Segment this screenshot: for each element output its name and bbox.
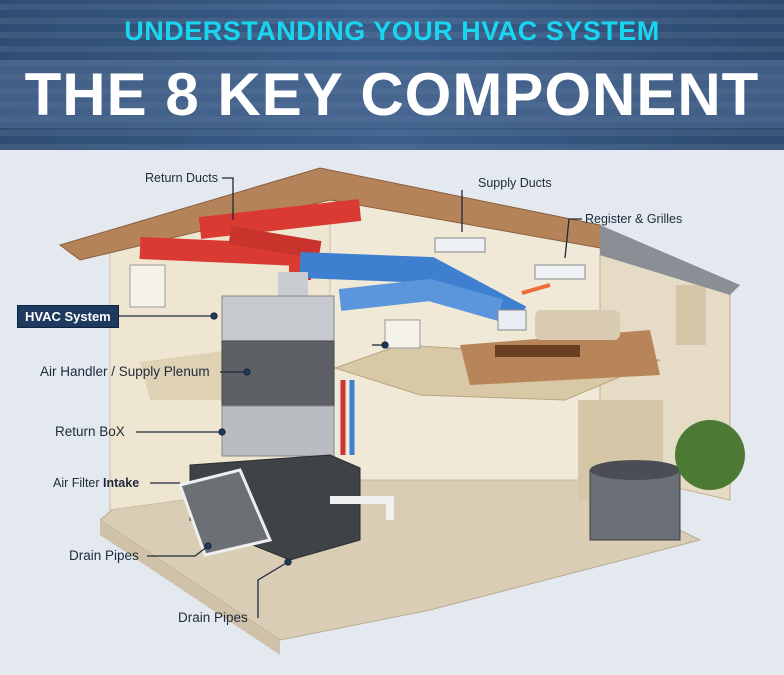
siding: [676, 285, 706, 345]
shrub: [675, 420, 745, 490]
slab-edge: [100, 520, 280, 655]
sofa: [535, 310, 620, 340]
label-air-filter-intake: Air Filter Intake: [53, 476, 139, 490]
air-filter: [178, 468, 273, 557]
wood-floor: [460, 330, 660, 385]
label-return-box: Return BoX: [55, 424, 125, 439]
coffee-table: [495, 345, 580, 357]
left-floor: [140, 350, 230, 400]
label-register-grilles: Register & Grilles: [585, 212, 683, 226]
return-duct-branch: [228, 226, 322, 259]
condenser-unit: [589, 469, 681, 541]
condenser-fan: [590, 460, 680, 480]
return-duct-top: [198, 199, 362, 239]
header-banner: UNDERSTANDING YOUR HVAC SYSTEM THE 8 KEY…: [0, 0, 784, 150]
label-supply-ducts: Supply Ducts: [478, 176, 552, 190]
air-handler: [221, 340, 335, 407]
hvac-system-top: [221, 295, 335, 342]
label-hvac-system: HVAC System: [17, 305, 119, 328]
supply-register: [497, 309, 527, 331]
label-drain-pipes-1: Drain Pipes: [69, 548, 139, 563]
ceiling-grille: [534, 264, 586, 280]
supply-duct-branch: [338, 278, 504, 321]
title-band: [0, 60, 784, 128]
wall-grille-center: [384, 319, 421, 349]
label-drain-pipes-2: Drain Pipes: [178, 610, 248, 625]
label-air-handler: Air Handler / Supply Plenum: [40, 364, 210, 379]
airflow-arrow: [521, 283, 551, 295]
leader-lines: [119, 177, 582, 618]
page-title: THE 8 KEY COMPONENT: [24, 61, 760, 128]
label-return-ducts: Return Ducts: [145, 171, 218, 185]
drain-pipe: [330, 496, 394, 520]
wall-grille-left: [129, 264, 166, 308]
return-box: [221, 405, 335, 457]
hvac-house-illustration: [58, 167, 745, 655]
subtitle: UNDERSTANDING YOUR HVAC SYSTEM: [124, 16, 660, 46]
right-roof: [600, 225, 740, 295]
label-intake: Intake: [103, 476, 140, 490]
ceiling-register: [434, 237, 486, 253]
label-air-filter: Air Filter: [53, 476, 100, 490]
